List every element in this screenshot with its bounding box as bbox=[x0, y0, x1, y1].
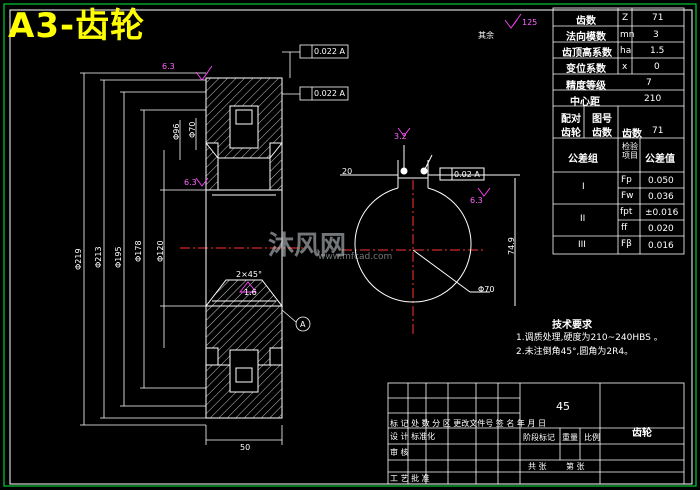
param-label-module: 法向模数 bbox=[566, 32, 606, 43]
roughness-left: 6.3 bbox=[162, 62, 175, 71]
param-val-module: 3 bbox=[653, 30, 659, 40]
tol-head-value: 公差值 bbox=[645, 154, 675, 165]
param-val-center: 210 bbox=[644, 94, 662, 104]
tol-val-fw: 0.036 bbox=[648, 192, 674, 202]
tol-group-1: I bbox=[582, 182, 585, 192]
diameter-4: Φ178 bbox=[134, 240, 143, 262]
param-val-teeth: 71 bbox=[652, 13, 664, 23]
roughness-keytop: 3.2 bbox=[394, 132, 407, 141]
diameter-5: Φ120 bbox=[156, 240, 165, 262]
titleblock-number: 45 bbox=[556, 400, 570, 413]
tol-val-fpt: ±0.016 bbox=[645, 208, 679, 218]
tolerance-frame-mid[interactable]: 0.022 A bbox=[314, 89, 345, 98]
param-sym-teeth: Z bbox=[622, 13, 629, 23]
tolerance-frame-top[interactable]: 0.022 A bbox=[314, 47, 345, 56]
drawing-title: A3-齿轮 bbox=[8, 6, 146, 46]
titleblock-sheets-total: 共 张 bbox=[528, 462, 547, 471]
tol-sym-ff: ff bbox=[621, 223, 628, 233]
param-val-accuracy: 7 bbox=[646, 78, 652, 88]
diameter-7: Φ70 bbox=[188, 121, 197, 138]
param-label-center: 中心距 bbox=[570, 97, 600, 108]
mate-label-1: 配对 bbox=[561, 114, 581, 125]
mate-teeth-label: 齿数 bbox=[592, 128, 612, 139]
diameter-1: Φ219 bbox=[74, 248, 83, 270]
roughness-face: 6.3 bbox=[184, 178, 197, 187]
param-label-accuracy: 精度等级 bbox=[566, 81, 606, 92]
diameter-2: Φ213 bbox=[94, 246, 103, 268]
roughness-bore: 1.6 bbox=[244, 288, 257, 297]
tol-sym-fp: Fp bbox=[621, 175, 632, 185]
titleblock-row-3: 审 核 bbox=[390, 448, 409, 457]
titleblock-weight: 重量 bbox=[562, 433, 578, 442]
param-val-addendum: 1.5 bbox=[650, 46, 665, 56]
titleblock-stage: 阶段标记 bbox=[523, 433, 555, 442]
watermark-url: www.mfcad.com bbox=[318, 252, 393, 262]
tol-sym-fw: Fw bbox=[621, 191, 634, 201]
tol-val-fp: 0.050 bbox=[648, 176, 674, 186]
mate-label-2: 齿轮 bbox=[561, 128, 581, 139]
tol-val-fb: 0.016 bbox=[648, 241, 674, 251]
titleblock-row-1: 标 记 处 数 分 区 更改文件号 签 名 年 月 日 bbox=[390, 419, 546, 428]
titleblock-row-4: 工 艺 批 准 bbox=[390, 474, 430, 483]
roughness-top-value: 125 bbox=[522, 18, 538, 27]
titleblock-scale: 比例 bbox=[584, 433, 600, 442]
notes-line-1: 1.调质处理,硬度为210~240HBS 。 bbox=[516, 333, 663, 343]
roughness-top-label: 其余 bbox=[478, 31, 494, 40]
tol-sym-fb: Fβ bbox=[621, 239, 632, 249]
titleblock-part-name: 齿轮 bbox=[632, 428, 652, 439]
tolerance-frame-key[interactable]: 0.02 A bbox=[454, 170, 480, 179]
param-val-shift: 0 bbox=[654, 62, 660, 72]
param-sym-addendum: ha bbox=[620, 46, 632, 56]
titleblock-row-2: 设 计 标准化 bbox=[390, 432, 436, 441]
mate-count: 71 bbox=[652, 126, 664, 136]
key-height-dimension: 74.9 bbox=[507, 237, 516, 255]
param-label-shift: 变位系数 bbox=[566, 64, 606, 75]
tol-val-ff: 0.020 bbox=[648, 224, 674, 234]
notes-line-2: 2.未注倒角45°,圆角为2R4。 bbox=[516, 347, 634, 357]
tol-group-3: III bbox=[578, 240, 586, 250]
bore-dimension: Φ70 bbox=[478, 285, 495, 294]
datum-label: A bbox=[300, 320, 306, 329]
diameter-3: Φ195 bbox=[114, 246, 123, 268]
tol-head-item: 检验项目 bbox=[622, 142, 638, 160]
gear-section bbox=[180, 77, 305, 419]
tol-group-2: II bbox=[580, 214, 586, 224]
mate-drawing-no: 图号 bbox=[592, 114, 612, 125]
notes-heading: 技术要求 bbox=[552, 320, 592, 331]
tol-sym-fpt: fpt bbox=[620, 207, 633, 217]
chamfer-label: 2×45° bbox=[236, 270, 262, 279]
param-sym-module: mn bbox=[620, 30, 635, 40]
mate-count-label: 齿数 bbox=[622, 129, 642, 140]
param-label-addendum: 齿顶高系数 bbox=[562, 48, 612, 59]
diameter-6: Φ96 bbox=[172, 123, 181, 140]
watermark-logo: 沐风网 bbox=[268, 231, 347, 261]
titleblock-sheet-no: 第 张 bbox=[566, 462, 585, 471]
roughness-key: 6.3 bbox=[470, 196, 483, 205]
param-label-teeth: 齿数 bbox=[576, 16, 596, 27]
param-sym-shift: x bbox=[622, 62, 628, 72]
width-dimension: 50 bbox=[240, 443, 251, 452]
key-width-dimension: 20 bbox=[342, 167, 353, 176]
tol-head-group: 公差组 bbox=[568, 154, 598, 165]
